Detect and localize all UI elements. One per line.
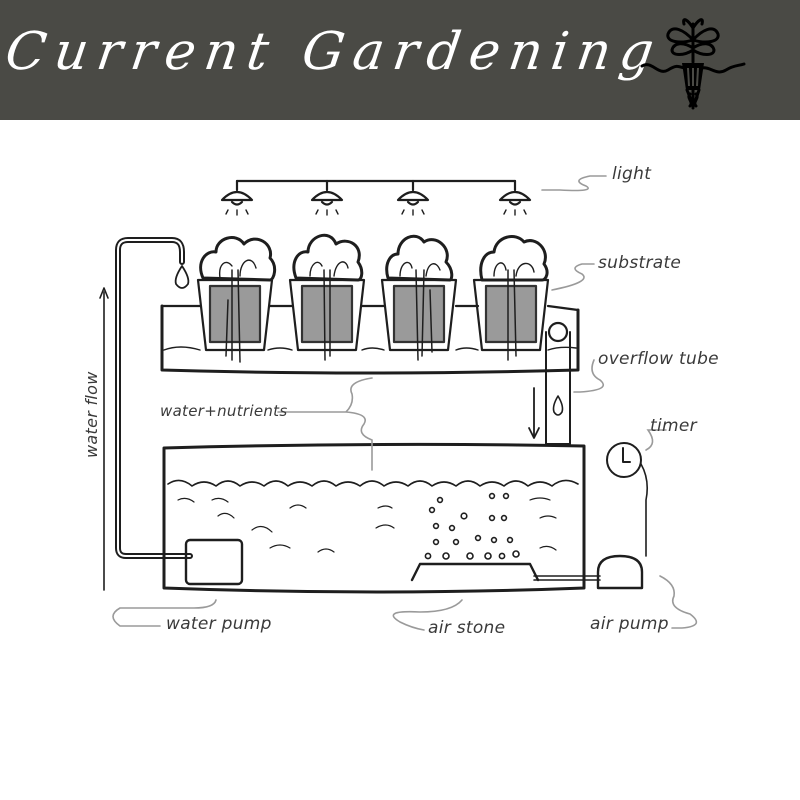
label-water-pump: water pump xyxy=(166,614,272,634)
label-overflow-tube: overflow tube xyxy=(598,349,719,369)
label-air-pump: air pump xyxy=(590,614,669,634)
label-air-stone: air stone xyxy=(428,618,506,638)
pot-1 xyxy=(196,236,277,363)
label-water-nutrients: water+nutrients xyxy=(160,402,288,420)
label-light: light xyxy=(612,164,652,184)
hydroponic-diagram: light substrate overflow tube timer wate… xyxy=(0,120,800,800)
label-substrate: substrate xyxy=(598,253,682,273)
lamp-1 xyxy=(220,190,254,216)
hydroponic-system-drawing xyxy=(99,175,698,631)
hydroponic-plant-icon xyxy=(640,18,746,110)
label-water-flow: water flow xyxy=(82,371,101,458)
brand-title: Current Gardening xyxy=(1,22,667,82)
label-timer: timer xyxy=(650,416,697,436)
site-header: Current Gardening xyxy=(0,0,800,120)
